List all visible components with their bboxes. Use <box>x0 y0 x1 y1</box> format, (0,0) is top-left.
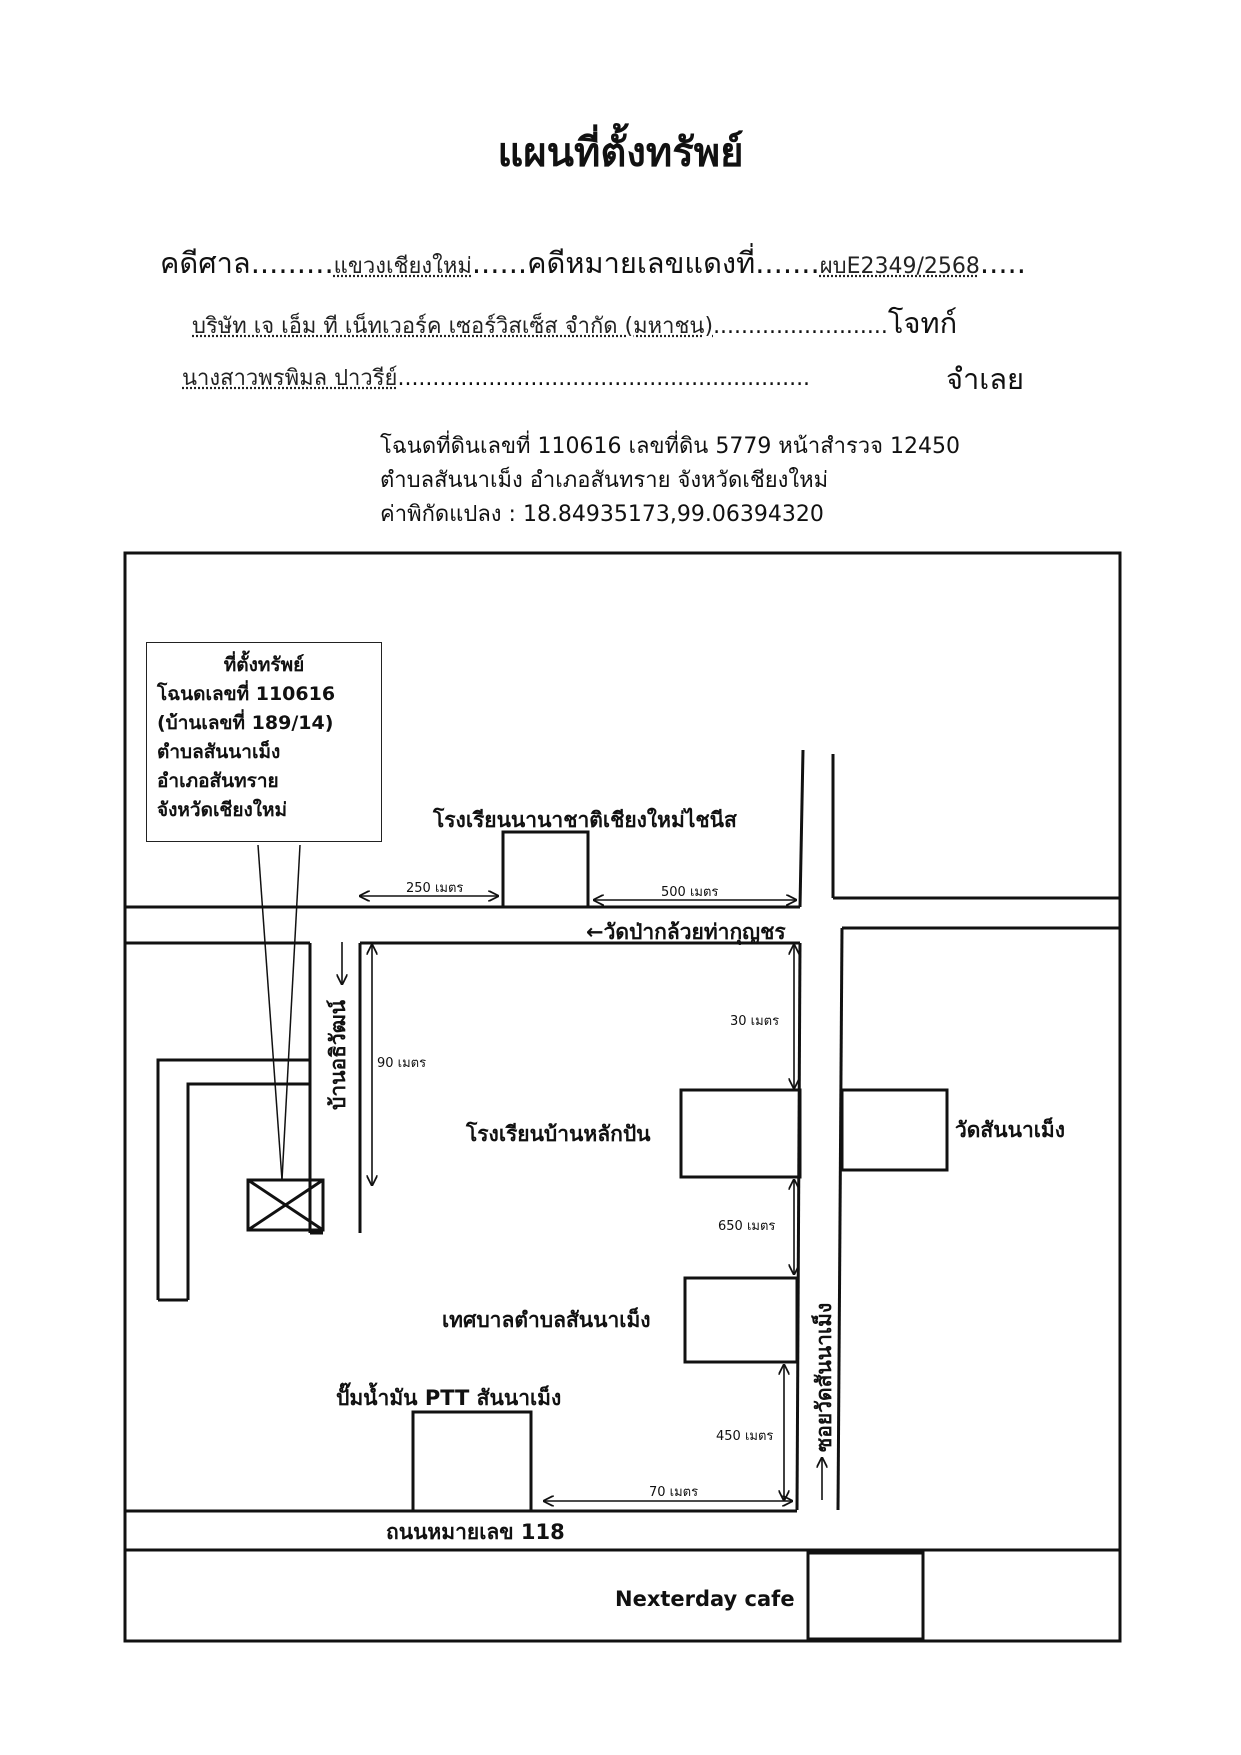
label-school-lakpan: โรงเรียนบ้านหลักปัน <box>466 1122 651 1146</box>
label-ptt: ปั๊มน้ำมัน PTT สันนาเม็ง <box>336 1386 562 1410</box>
label-wat-sannameng: วัดสันนาเม็ง <box>955 1118 1066 1142</box>
callout-pointer-1 <box>257 844 283 1181</box>
cafe-building <box>806 1551 925 1641</box>
callout-title: ที่ตั้งทรัพย์ <box>223 654 305 676</box>
callout-line-3: ตำบลสันนาเม็ง <box>157 741 281 763</box>
case-value: ผบE2349/2568 <box>819 254 980 279</box>
property-callout: ที่ตั้งทรัพย์ โฉนดเลขที่ 110616 (บ้านเลข… <box>146 642 382 842</box>
soi-left-top <box>798 749 805 908</box>
court-label: คดีศาล <box>160 246 251 280</box>
defendant-value: นางสาวพรพิมล ปาวรีย์ <box>182 366 398 391</box>
court-value: แขวงเชียงใหม่ <box>333 254 472 279</box>
callout-line-4: อำเภอสันทราย <box>157 770 279 792</box>
label-wat-pakkluay: ←วัดป่ากล้วยท่ากุญชร <box>586 920 786 944</box>
ptt-building <box>411 1410 533 1513</box>
l-road-inner <box>186 1082 310 1300</box>
map-frame <box>123 551 1122 1643</box>
plaintiff-line: บริษัท เจ เอ็ม ที เน็ทเวอร์ค เซอร์วิสเซ็… <box>192 306 958 340</box>
defendant-label: จำเลย <box>946 362 1024 396</box>
school-intl-building <box>501 830 590 909</box>
property-marker <box>246 1178 325 1232</box>
soi-right <box>836 927 844 1511</box>
label-soi: ซอยวัดสันนาเม็ง <box>812 1302 836 1452</box>
plaintiff-label: โจทก์ <box>887 306 958 340</box>
deed-line-2: ตำบลสันนาเม็ง อำเภอสันทราย จังหวัดเชียงใ… <box>380 468 829 493</box>
dist-90: 90 เมตร <box>377 1056 427 1071</box>
callout-line-5: จังหวัดเชียงใหม่ <box>157 799 288 821</box>
school-lakpan-building <box>679 1088 802 1179</box>
label-school-intl: โรงเรียนนานาชาติเชียงใหม่ไชนีส <box>433 808 737 832</box>
callout-pointer-2 <box>281 844 301 1181</box>
wat-sannameng-building <box>840 1088 949 1172</box>
dist-70: 70 เมตร <box>649 1485 699 1500</box>
deed-line-3: ค่าพิกัดแปลง : 18.84935173,99.06394320 <box>380 502 824 527</box>
callout-line-1: โฉนดเลขที่ 110616 <box>157 683 336 705</box>
label-road-118: ถนนหมายเลข 118 <box>386 1520 565 1544</box>
callout-line-2: (บ้านเลขที่ 189/14) <box>157 712 334 734</box>
page-title: แผนที่ตั้งทรัพย์ <box>497 130 744 176</box>
label-baan-or: บ้านอธิวัฒน์ <box>326 999 350 1110</box>
dist-30: 30 เมตร <box>730 1014 780 1029</box>
plaintiff-value: บริษัท เจ เอ็ม ที เน็ทเวอร์ค เซอร์วิสเซ็… <box>192 314 714 339</box>
case-label: คดีหมายเลขแดงที่ <box>527 246 756 280</box>
court-line: คดีศาล.........แขวงเชียงใหม่......คดีหมา… <box>160 246 1026 280</box>
soi-left <box>795 942 802 1511</box>
dist-250: 250 เมตร <box>406 881 464 896</box>
municipality-building <box>683 1276 799 1364</box>
label-cafe: Nexterday cafe <box>615 1587 795 1611</box>
label-municipality: เทศบาลตำบลสันนาเม็ง <box>442 1308 651 1332</box>
dist-450: 450 เมตร <box>716 1429 774 1444</box>
defendant-line: นางสาวพรพิมล ปาวรีย์....................… <box>182 366 811 391</box>
dist-500: 500 เมตร <box>661 885 719 900</box>
l-road-outer <box>156 1058 310 1300</box>
dist-650: 650 เมตร <box>718 1219 776 1234</box>
deed-line-1: โฉนดที่ดินเลขที่ 110616 เลขที่ดิน 5779 ห… <box>380 434 961 459</box>
